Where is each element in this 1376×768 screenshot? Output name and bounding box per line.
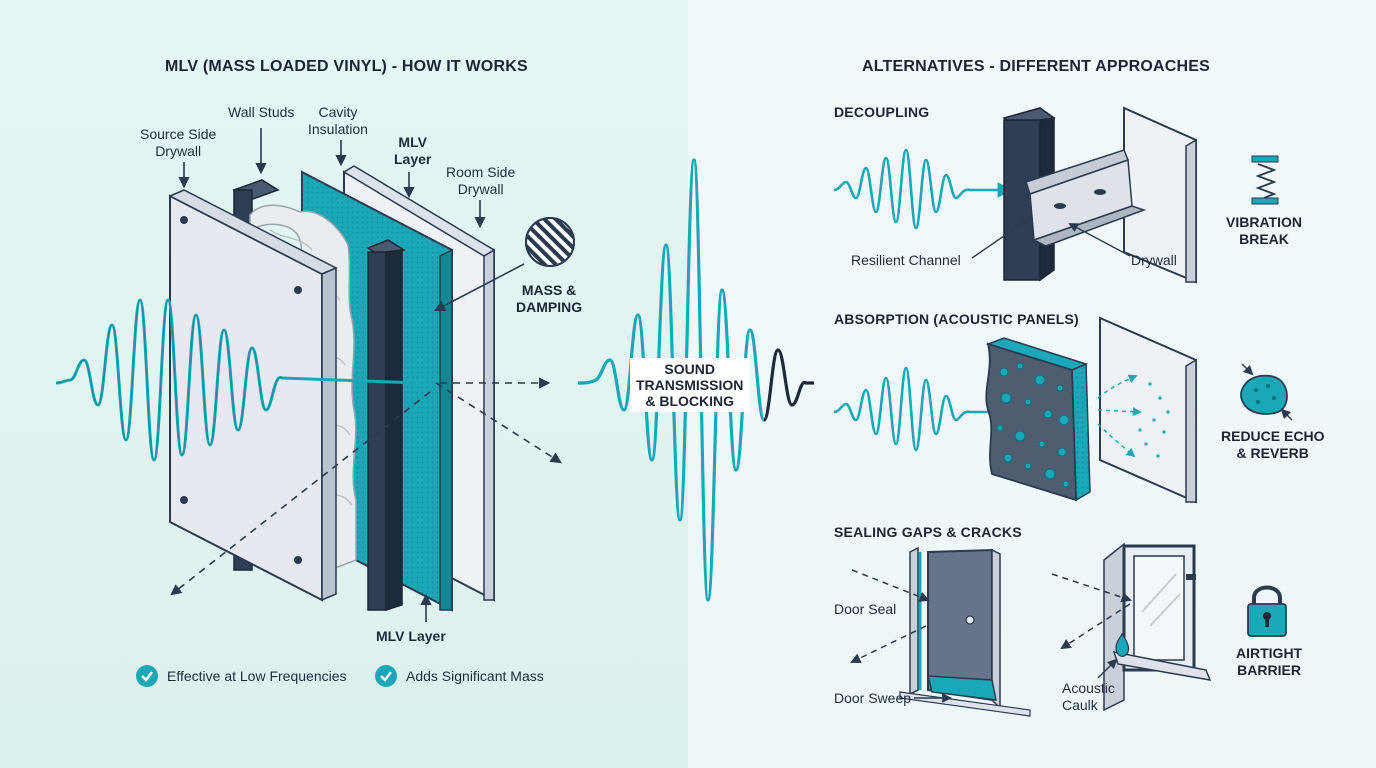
decoupling-title: DECOUPLING [834,104,930,120]
padlock-icon [1247,585,1287,637]
benefit-low-frequencies: Effective at Low Frequencies [167,668,347,684]
mlv-leader-arrows [178,128,525,622]
decoupling-illustration [833,106,1279,284]
sponge-icon [1240,363,1293,421]
benefit-significant-mass: Adds Significant Mass [406,668,544,684]
mass-damping-icon [525,217,575,267]
label-wall-studs: Wall Studs [228,104,295,120]
label-door-seal: Door Seal [834,601,897,617]
caption-airtight-barrier: AIRTIGHT BARRIER [1236,645,1303,678]
sealing-title: SEALING GAPS & CRACKS [834,524,1022,540]
label-resilient-channel: Resilient Channel [851,252,961,268]
source-side-drywall [168,189,338,602]
label-mass-damping: MASS & DAMPING [516,282,583,315]
center-sound-wave [577,158,766,602]
absorption-title: ABSORPTION (ACOUSTIC PANELS) [834,311,1079,327]
sealing-illustration [850,542,1287,717]
center-label: SOUND TRANSMISSION & BLOCKING [630,358,750,412]
alternatives-title: ALTERNATIVES - DIFFERENT APPROACHES [862,58,1211,75]
label-mlv-layer-top: MLV Layer [394,134,432,167]
absorption-illustration [833,316,1293,504]
check-icon [375,665,397,687]
transmitted-sound-arrows [170,377,562,596]
spring-icon [1251,155,1279,205]
label-source-side-drywall: Source Side Drywall [140,126,217,159]
label-door-sweep: Door Sweep [834,690,912,706]
wall-stud-front [366,239,406,612]
mlv-wall-assembly [168,128,575,622]
label-mlv-layer-bottom: MLV Layer [376,628,446,644]
label-room-side-drywall: Room Side Drywall [446,164,516,197]
mlv-title: MLV (MASS LOADED VINYL) - HOW IT WORKS [165,58,528,75]
label-acoustic-caulk: Acoustic Caulk [1062,680,1115,713]
caption-vibration-break: VIBRATION BREAK [1226,214,1302,247]
check-icon [136,665,158,687]
label-cavity-insulation: Cavity Insulation [308,104,368,137]
label-drywall: Drywall [1131,252,1177,268]
caption-reduce-echo: REDUCE ECHO & REVERB [1221,428,1325,461]
